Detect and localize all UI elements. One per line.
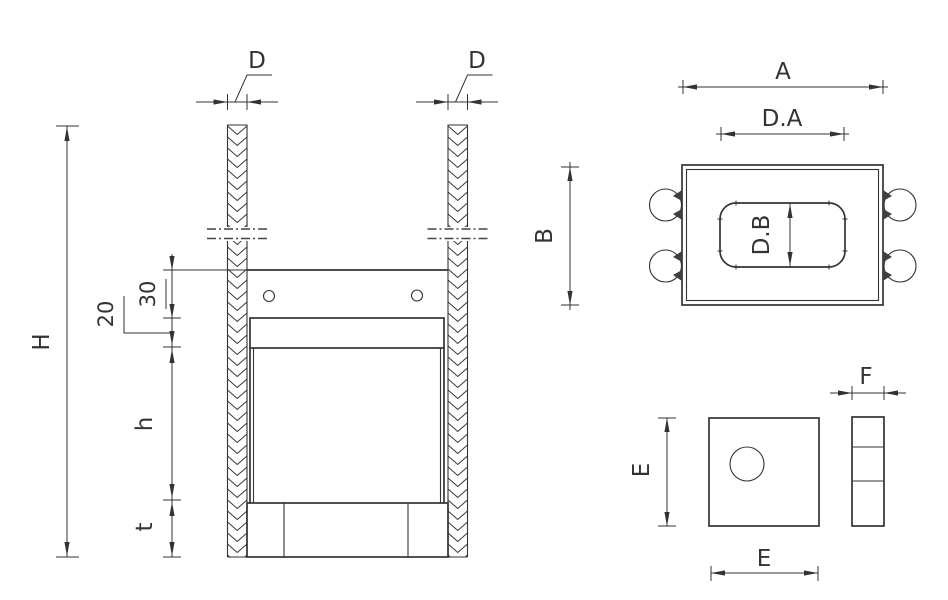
rope-left-outline [226, 124, 248, 558]
dim-D-right: D [416, 48, 498, 110]
dim-D-right-leader [455, 74, 493, 103]
dim-DB: D.B [749, 202, 797, 268]
dim-E-width: E [710, 546, 819, 581]
rope-right-outline [447, 124, 469, 558]
rope-left [207, 124, 268, 558]
rope-left-break-gap [224, 227, 251, 241]
dim-D-left: D [196, 48, 278, 110]
rope-right [427, 124, 489, 558]
dim-H-arrow-up [64, 127, 70, 141]
suspension-plate [247, 269, 448, 303]
clamp-band [249, 317, 445, 349]
top-view-outer-wall [681, 164, 884, 306]
dim-h-label: h [132, 417, 158, 432]
dim-E-height: E [629, 417, 676, 527]
dim-F: F [830, 364, 906, 400]
roller-bottom-left [648, 249, 683, 283]
bucket-body [249, 348, 445, 503]
guide-rollers [648, 188, 917, 283]
top-view: A D.A B D.B [532, 59, 917, 310]
dim-D-left-leader [234, 74, 272, 103]
dim-D-left-label: D [248, 48, 266, 74]
roller-top-right [883, 188, 917, 222]
dim-H: H [29, 125, 79, 558]
dim-DA-label: D.A [762, 106, 803, 132]
dim-30-label: 30 [136, 281, 160, 308]
dim-DB-label: D.B [749, 215, 775, 256]
guide-block-face [708, 417, 820, 527]
opening-tangent-ticks [717, 200, 848, 270]
rope-right-hatch [448, 125, 468, 557]
bottom-block [246, 502, 449, 558]
side-view: E E F [629, 364, 906, 581]
dim-chain: 30 20 h t [94, 254, 247, 558]
top-view-inner-wall [685, 168, 880, 302]
guide-block-side-outline [851, 416, 885, 527]
dim-H-label: H [29, 333, 55, 350]
top-view-opening [719, 202, 846, 268]
guide-block-hole [729, 446, 765, 482]
dim-20-leader [123, 296, 172, 334]
roller-bottom-right [883, 249, 917, 283]
dim-E-width-label: E [757, 546, 772, 572]
dim-B: B [532, 162, 579, 310]
plate-hole-right [410, 289, 424, 302]
rope-left-hatch [227, 125, 247, 557]
roller-top-left [648, 188, 683, 222]
dim-A-label: A [775, 59, 791, 85]
guide-block-side [851, 416, 885, 527]
dim-B-label: B [532, 228, 558, 244]
front-view: H 30 20 h t [29, 48, 498, 558]
dim-t-label: t [132, 522, 158, 531]
dim-H-arrow-down [64, 542, 70, 556]
rope-right-break-gap [444, 227, 471, 241]
plate-hole-left [262, 289, 276, 303]
dim-D-right-label: D [468, 48, 486, 74]
roller-contact-wedges [673, 190, 892, 281]
dim-F-label: F [859, 364, 872, 390]
dim-20-label: 20 [94, 301, 118, 328]
dim-A: A [678, 59, 888, 94]
bottom-block-outline [246, 502, 449, 558]
dim-DA: D.A [716, 106, 849, 141]
dim-E-height-label: E [629, 463, 655, 478]
